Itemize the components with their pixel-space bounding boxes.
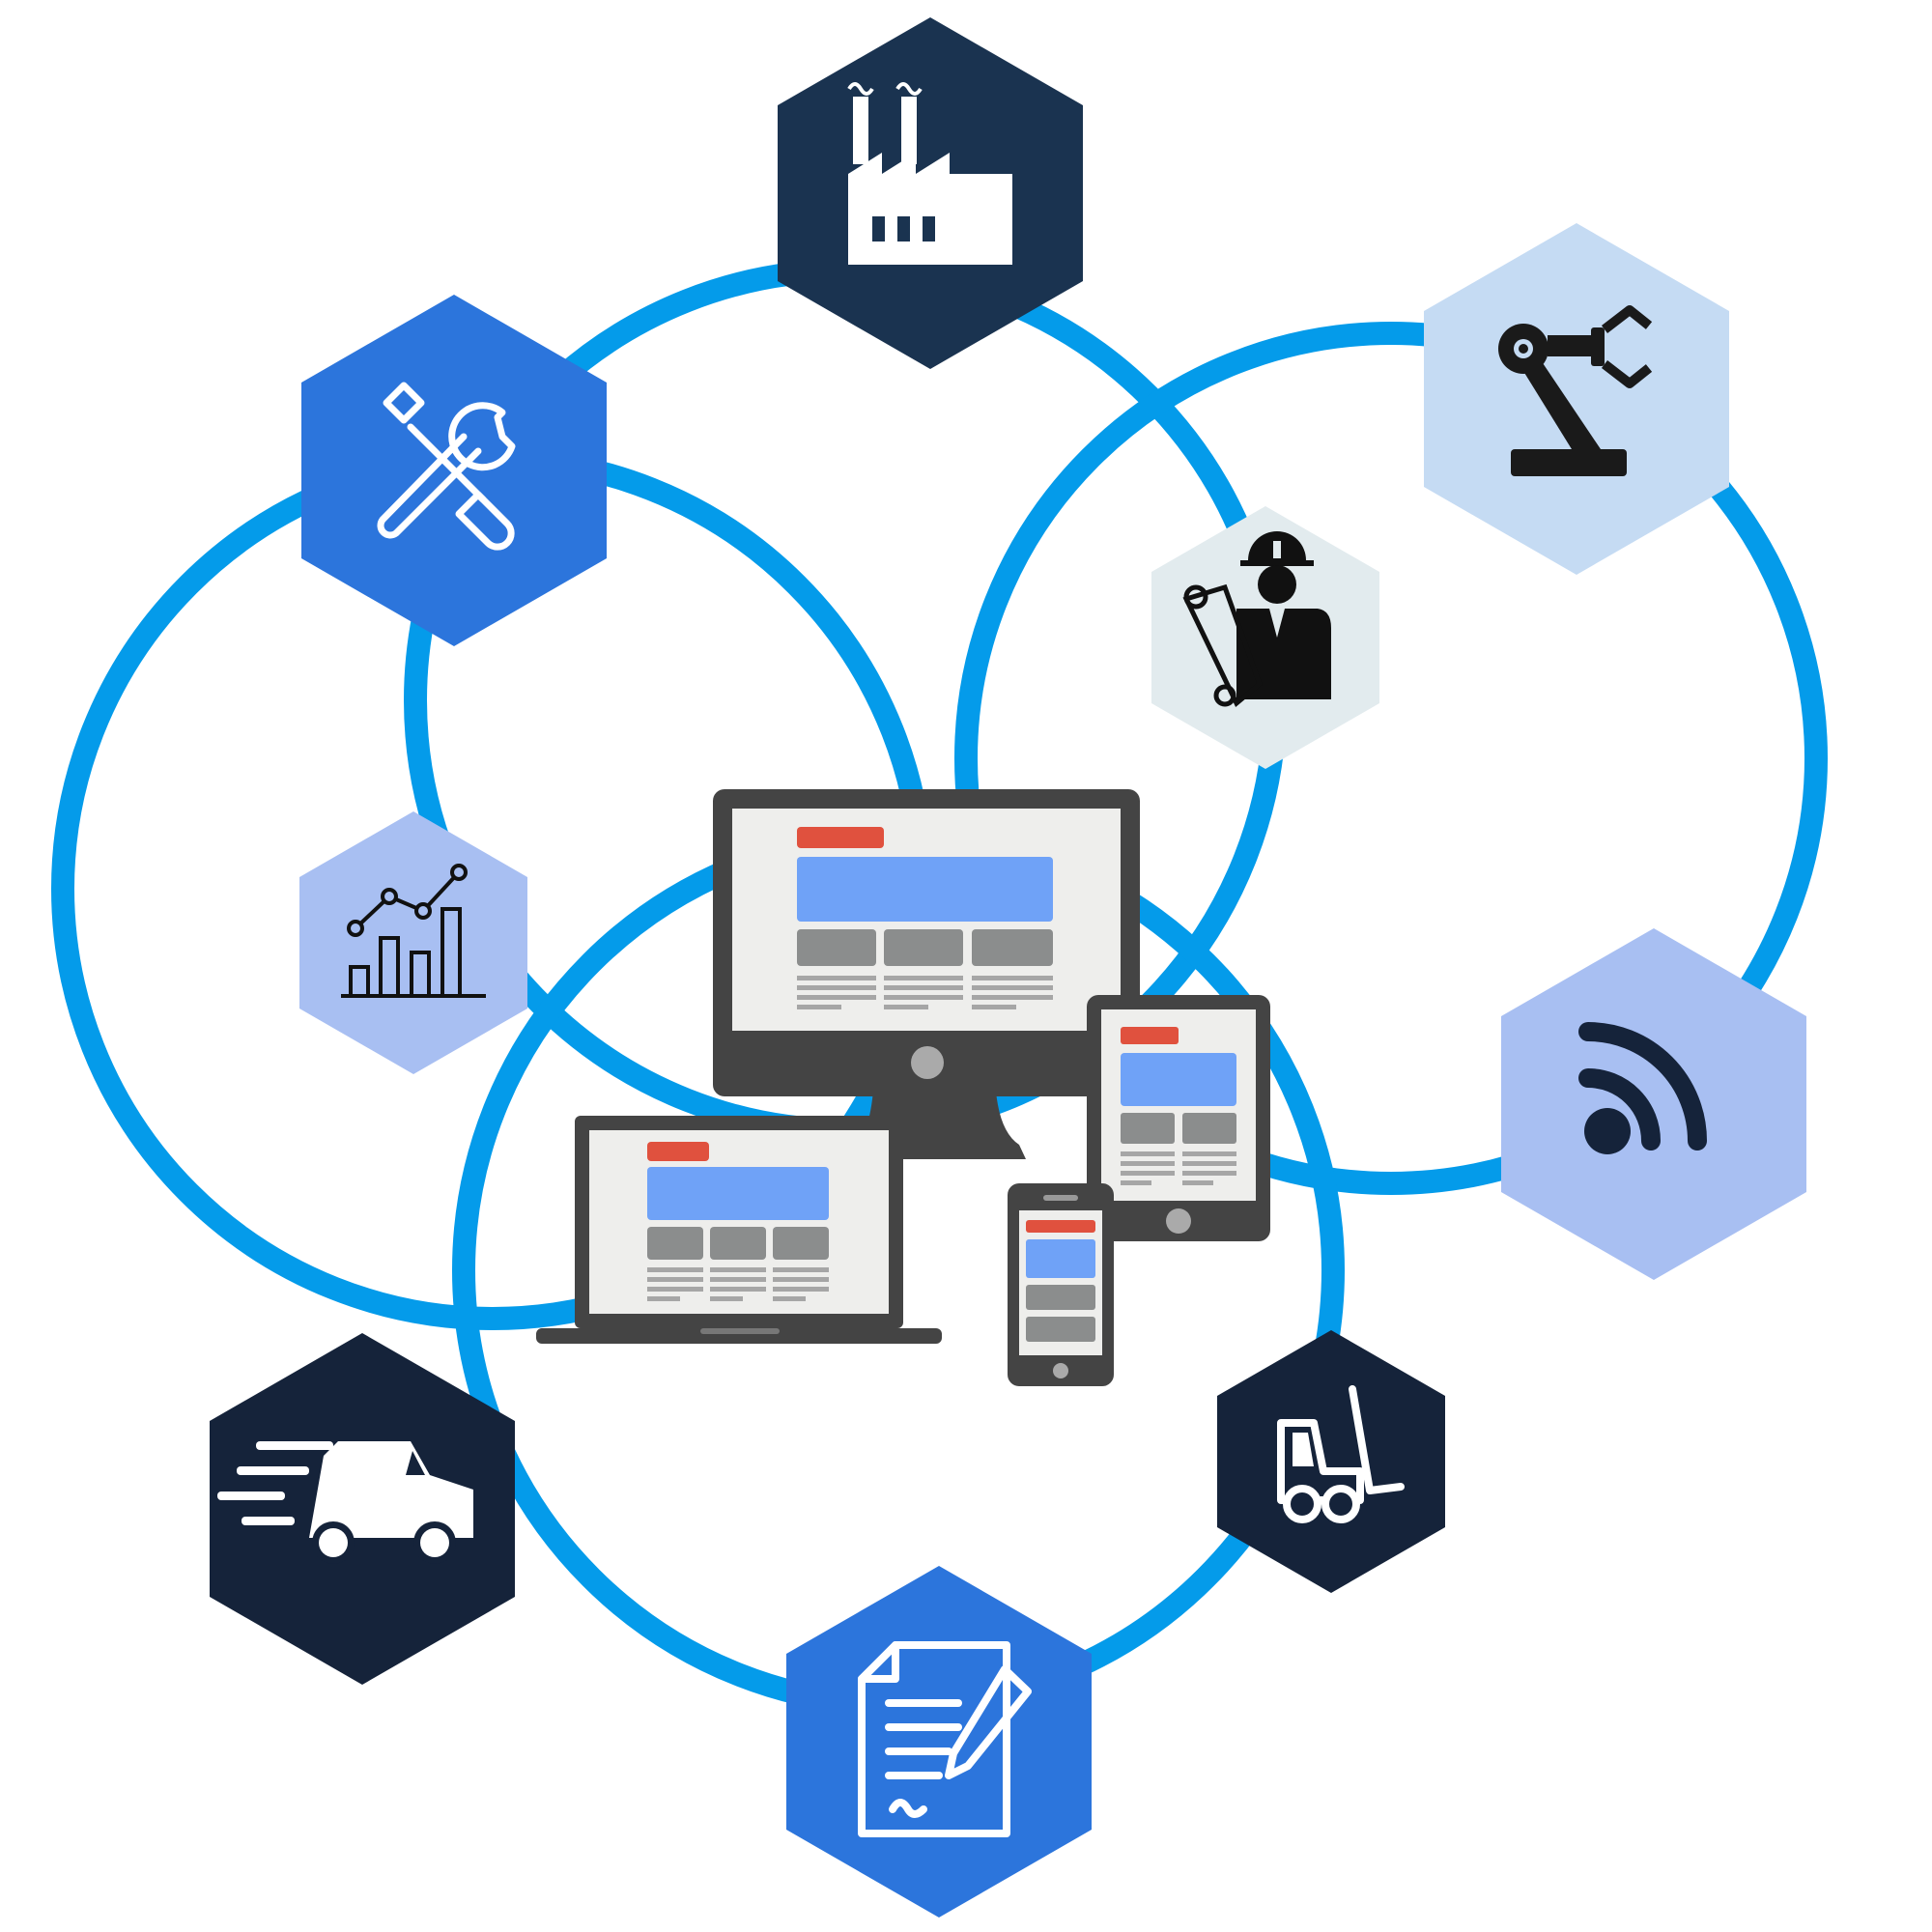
tablet-home-button: [1166, 1208, 1191, 1234]
factory-icon: [847, 82, 1012, 265]
robot-arm-icon: [1498, 305, 1653, 476]
hexagon-analytics: [299, 811, 527, 1074]
smartphone: [1008, 1183, 1114, 1386]
forklift-icon: [1277, 1385, 1405, 1523]
phone-speaker: [1043, 1195, 1078, 1201]
center-devices: [536, 789, 1270, 1386]
tablet: [1087, 995, 1270, 1241]
node-robot-arm: [1424, 223, 1729, 575]
monitor-power-button: [911, 1046, 944, 1079]
ring-right: [954, 322, 1828, 1195]
hexagon-forklift: [1217, 1330, 1445, 1593]
wrench-screwdriver-icon: [377, 382, 516, 551]
wireless-signal-icon: [1578, 1022, 1707, 1154]
desktop-monitor: [713, 789, 1140, 1159]
signed-document-icon: [858, 1641, 1032, 1837]
node-delivery: [210, 1333, 515, 1685]
hexagon-contract: [786, 1566, 1092, 1918]
node-wireless: [1501, 928, 1806, 1280]
node-contract: [786, 1566, 1092, 1918]
delivery-truck-icon: [217, 1441, 473, 1564]
engineer-blueprint-icon: [1182, 531, 1331, 707]
laptop: [536, 1116, 942, 1344]
node-factory: [778, 17, 1083, 369]
hexagon-wireless: [1501, 928, 1806, 1280]
node-engineer: [1151, 506, 1379, 769]
node-tools: [301, 295, 607, 646]
hexagon-robot-arm: [1424, 223, 1729, 575]
node-analytics: [299, 811, 527, 1074]
phone-home-button: [1053, 1363, 1068, 1378]
node-forklift: [1217, 1330, 1445, 1593]
laptop-trackpad-notch: [700, 1328, 780, 1334]
analytics-chart-icon: [341, 864, 486, 998]
